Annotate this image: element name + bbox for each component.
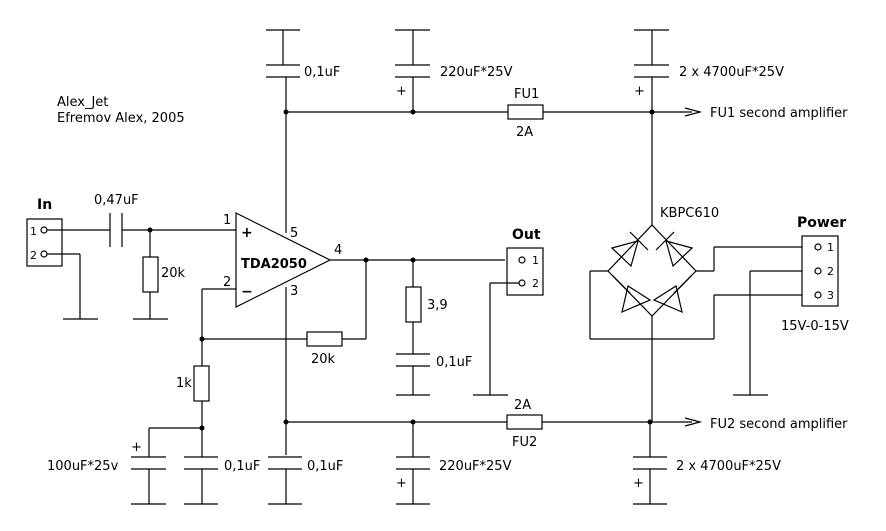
power-pin-3: 3 (827, 289, 834, 302)
capacitor-vminus-bulk-label: 2 x 4700uF*25V (676, 459, 781, 474)
input-pin-1: 1 (30, 225, 37, 238)
resistor-ground (193, 365, 210, 457)
terminal-icon (518, 256, 526, 264)
pin-number: 4 (334, 243, 342, 258)
rail-output-bottom-label: FU2 second amplifier (710, 417, 848, 432)
author-name-year: Efremov Alex, 2005 (57, 111, 185, 126)
amplifier-plus-sign: + (241, 225, 253, 241)
input-connector-title: In (37, 197, 52, 213)
capacitor-vplus-ceramic-label: 0,1uF (304, 65, 340, 80)
output-connector-title: Out (512, 227, 541, 243)
resistor-ground-label: 1k (176, 376, 192, 391)
arrow-icon (684, 417, 703, 427)
positive-rail (283, 109, 692, 115)
output-pin-2: 2 (532, 277, 539, 290)
resistor-input-label: 20k (161, 266, 186, 281)
resistor-feedback (306, 331, 343, 347)
power-rating-label: 15V-0-15V (781, 319, 849, 334)
output-pin-1: 1 (532, 254, 539, 267)
capacitor-vplus-electrolytic (395, 29, 430, 112)
capacitor-vminus-ceramic-label: 0,1uF (307, 459, 343, 474)
pin-number: 2 (223, 275, 231, 290)
capacitor-zobel (396, 353, 430, 396)
terminal-icon (814, 243, 822, 251)
capacitor-vplus-ceramic (266, 29, 300, 112)
fuse-fu1-name: FU1 (514, 87, 539, 102)
capacitor-ground-electrolytic-label: 100uF*25v (47, 459, 119, 474)
fuse-fu2 (506, 414, 543, 430)
capacitor-vminus-ceramic (268, 456, 302, 505)
resistor-feedback-label: 20k (311, 352, 336, 367)
rectifier-part-label: KBPC610 (660, 206, 719, 221)
capacitor-vplus-bulk (634, 29, 669, 225)
output-connector (506, 247, 544, 296)
pin-number: 1 (223, 213, 231, 228)
arrow-icon (684, 107, 703, 117)
capacitor-ground-electrolytic (131, 456, 166, 505)
capacitor-ground-ceramic-label: 0,1uF (224, 459, 260, 474)
fuse-fu1-rating: 2A (516, 125, 533, 140)
terminal-icon (814, 291, 822, 299)
power-connector (801, 235, 839, 307)
bridge-rectifier (607, 224, 697, 422)
power-connector-title: Power (797, 215, 846, 231)
resistor-input (133, 230, 168, 320)
resistor-zobel (405, 260, 422, 354)
polarity-plus-sign: + (396, 84, 407, 99)
power-pin-1: 1 (827, 241, 834, 254)
polarity-plus-sign: + (633, 476, 644, 491)
polarity-plus-sign: + (131, 440, 142, 455)
terminal-icon (814, 267, 822, 275)
amplifier-minus-sign: − (241, 284, 253, 300)
rail-output-top-label: FU1 second amplifier (710, 106, 848, 121)
pin-number: 3 (290, 284, 298, 299)
capacitor-vminus-bulk (633, 422, 667, 505)
input-pin-2: 2 (30, 249, 37, 262)
capacitor-input (109, 213, 236, 247)
negative-rail (283, 419, 692, 425)
amplifier-tda2050 (235, 212, 332, 308)
capacitor-vplus-electrolytic-label: 220uF*25V (440, 65, 513, 80)
capacitor-vminus-electrolytic-label: 220uF*25V (439, 459, 512, 474)
amplifier-part-label: TDA2050 (241, 257, 307, 272)
author-nickname: Alex_Jet (57, 95, 108, 110)
capacitor-vplus-bulk-label: 2 x 4700uF*25V (679, 65, 784, 80)
polarity-plus-sign: + (396, 476, 407, 491)
polarity-plus-sign: + (634, 84, 645, 99)
fuse-fu2-name: FU2 (512, 435, 537, 450)
power-pin-2: 2 (827, 265, 834, 278)
capacitor-zobel-label: 0,1uF (436, 355, 472, 370)
pin-number: 5 (290, 226, 298, 241)
fuse-fu2-rating: 2A (514, 398, 531, 413)
fuse-fu1 (507, 104, 544, 120)
capacitor-vminus-electrolytic (396, 422, 430, 505)
capacitor-input-label: 0,47uF (94, 193, 139, 208)
capacitor-ground-ceramic (184, 456, 218, 505)
resistor-zobel-label: 3,9 (427, 298, 448, 313)
